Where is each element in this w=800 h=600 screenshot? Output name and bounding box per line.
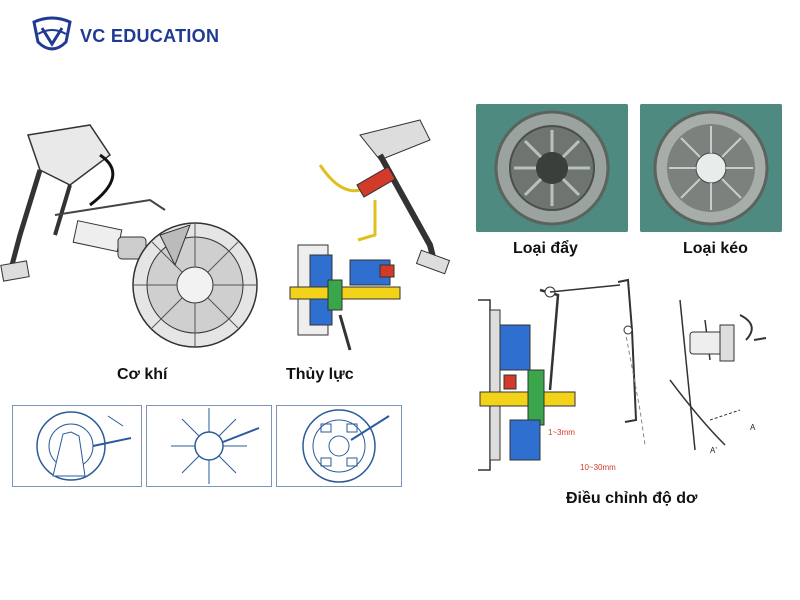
push-type-photo [476,104,628,232]
hydraulic-clutch-illustration [270,115,465,365]
inspection-panel-hand [12,405,142,487]
mechanical-clutch-illustration [0,115,270,365]
brand-logo: VC EDUCATION [30,14,230,58]
caption-free-play: Điều chỉnh độ dơ [566,490,698,507]
caption-hydraulic: Thủy lực [286,366,354,383]
gap-dimension: 1~3mm [548,428,575,437]
vc-shield-icon [32,16,72,51]
brand-name: VC EDUCATION [80,25,220,46]
caption-mechanical: Cơ khí [117,366,168,383]
inspection-panel-springs [146,405,272,487]
caption-pull-type: Loại kéo [683,240,748,257]
angle-a: A [750,423,756,432]
free-play-diagram: 1~3mm 10~30mm A' A [470,270,780,485]
inspection-panel-disc [276,405,402,487]
pull-type-photo [640,104,782,232]
pedal-play-dimension: 10~30mm [580,463,616,472]
angle-a-prime: A' [710,446,717,455]
caption-push-type: Loại đẩy [513,240,578,257]
